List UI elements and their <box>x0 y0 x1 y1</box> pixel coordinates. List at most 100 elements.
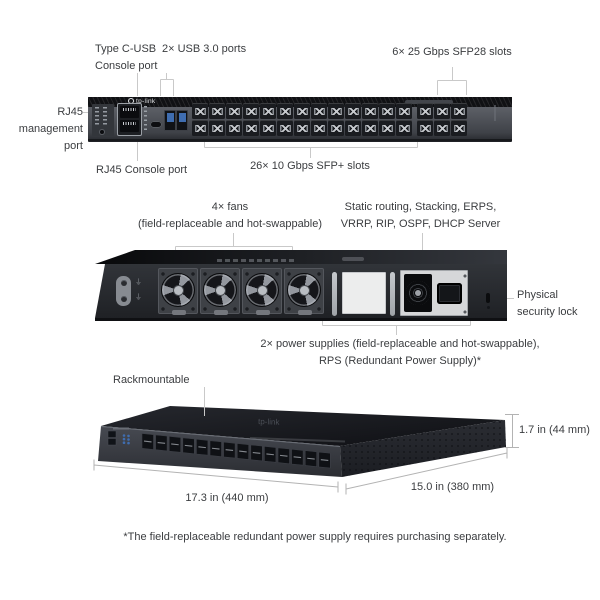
iso-port <box>141 433 154 450</box>
iso-top-sheen <box>249 437 346 443</box>
iso-port <box>155 434 168 452</box>
sfp-column <box>226 103 242 136</box>
security-lock-slot <box>486 293 490 303</box>
label-line: 2× power supplies (field-replaceable and… <box>260 338 540 350</box>
rj45-console-port <box>120 120 139 132</box>
front-endcap <box>494 105 496 121</box>
label-dim-height: 1.7 in (44 mm) <box>519 424 590 436</box>
sfp-column <box>345 103 361 136</box>
psu-fan <box>404 274 432 312</box>
footnote: *The field-replaceable redundant power s… <box>123 531 507 543</box>
iso-port <box>209 440 222 457</box>
iso-port <box>196 438 209 456</box>
iso-port-band <box>141 433 331 469</box>
iso-port-latch <box>266 453 274 456</box>
iso-port <box>223 441 236 459</box>
label-line: RJ45 <box>57 106 83 118</box>
dim-height-line <box>505 414 519 448</box>
sfp28-slot <box>434 103 450 119</box>
usb-c-console-port <box>150 121 162 128</box>
label-security-lock: Physical security lock <box>517 287 595 321</box>
sfp-plus-slot <box>311 103 327 119</box>
iso-top-logo: tp-link <box>258 417 281 427</box>
iso-port-latch <box>239 450 247 453</box>
sfp-plus-slot <box>209 120 225 136</box>
iso-usb-port-dot <box>127 441 130 445</box>
iso-port-latch <box>320 459 329 462</box>
leader-sfp28 <box>437 67 467 95</box>
reset-button <box>100 130 104 134</box>
sfp-plus-slot <box>328 120 344 136</box>
iso-port <box>236 443 249 460</box>
sfp-plus-slot <box>226 103 242 119</box>
iso-rj45-port <box>107 430 117 438</box>
iso-usb-port-dot <box>122 437 126 441</box>
fan-blades <box>245 273 279 307</box>
fan-blades <box>203 273 237 307</box>
label-sfp28: 6× 25 Gbps SFP28 slots <box>392 46 512 58</box>
rear-bottom-edge <box>95 318 507 321</box>
front-top-recess <box>405 99 453 104</box>
sfp-plus-slot <box>277 103 293 119</box>
iso-port <box>250 444 263 462</box>
label-dim-width: 17.3 in (440 mm) <box>185 492 269 504</box>
sfp-plus-slot <box>362 103 378 119</box>
fan-handle <box>298 310 312 315</box>
sfp-plus-slot <box>277 120 293 136</box>
iso-port-latch <box>211 447 220 450</box>
label-line: (field-replaceable and hot-swappable) <box>137 218 323 230</box>
psu-bay-handle <box>332 272 337 316</box>
label-line: Physical <box>517 289 558 301</box>
iso-side-vents <box>340 420 506 477</box>
iso-port <box>277 447 290 465</box>
dim-width-line <box>93 459 339 493</box>
power-supply-unit <box>400 270 468 316</box>
iso-side-face <box>340 420 506 477</box>
label-type-c-console: Type C-USB Console port <box>95 41 175 75</box>
sfp-column <box>396 103 412 136</box>
iso-port <box>318 451 331 469</box>
ground-icon: ⏚ <box>135 279 142 286</box>
fan-blades <box>287 273 321 307</box>
label-psu: 2× power supplies (field-replaceable and… <box>205 336 595 370</box>
iso-port <box>291 448 304 466</box>
rear-brand-mark <box>342 257 364 261</box>
label-line: security lock <box>517 306 578 318</box>
sfp28-slot <box>417 103 433 119</box>
fan-handle <box>214 310 228 315</box>
label-line: management port <box>18 123 83 152</box>
rj45-port-stack <box>117 103 142 136</box>
sfp-plus-slot <box>379 120 395 136</box>
iso-port <box>304 450 318 467</box>
rear-print-text <box>217 259 297 262</box>
sfp-column <box>417 103 433 136</box>
label-line: 4× fans <box>211 201 249 213</box>
iso-port <box>182 437 195 455</box>
sfp-plus-slot <box>243 120 259 136</box>
sfp-plus-slot <box>379 103 395 119</box>
sfp-column <box>451 103 467 136</box>
sfp-plus-slot <box>311 120 327 136</box>
iso-usb-port-dot <box>127 434 130 438</box>
iso-port <box>168 436 181 453</box>
sfp28-slot <box>451 103 467 119</box>
leader-psu <box>322 319 471 335</box>
usb3-port <box>164 110 176 131</box>
iso-front-face <box>98 426 342 477</box>
fan-module <box>158 268 198 315</box>
iso-port-latch <box>225 449 234 452</box>
label-features: Static routing, Stacking, ERPS, VRRP, RI… <box>318 199 523 233</box>
psu-bay-handle <box>390 272 395 316</box>
ac-inlet <box>437 283 462 304</box>
sfp-plus-slot <box>345 103 361 119</box>
label-line: RPS (Redundant Power Supply)* <box>318 355 482 367</box>
label-line: Static routing, Stacking, ERPS, <box>344 201 497 213</box>
sfp-column <box>311 103 327 136</box>
iso-port-latch <box>157 441 166 444</box>
label-rj45-console: RJ45 Console port <box>96 164 188 176</box>
fan-blades <box>161 273 195 307</box>
sfp28-slot <box>417 120 433 136</box>
fan-handle <box>172 310 186 315</box>
sfp-column <box>379 103 395 136</box>
